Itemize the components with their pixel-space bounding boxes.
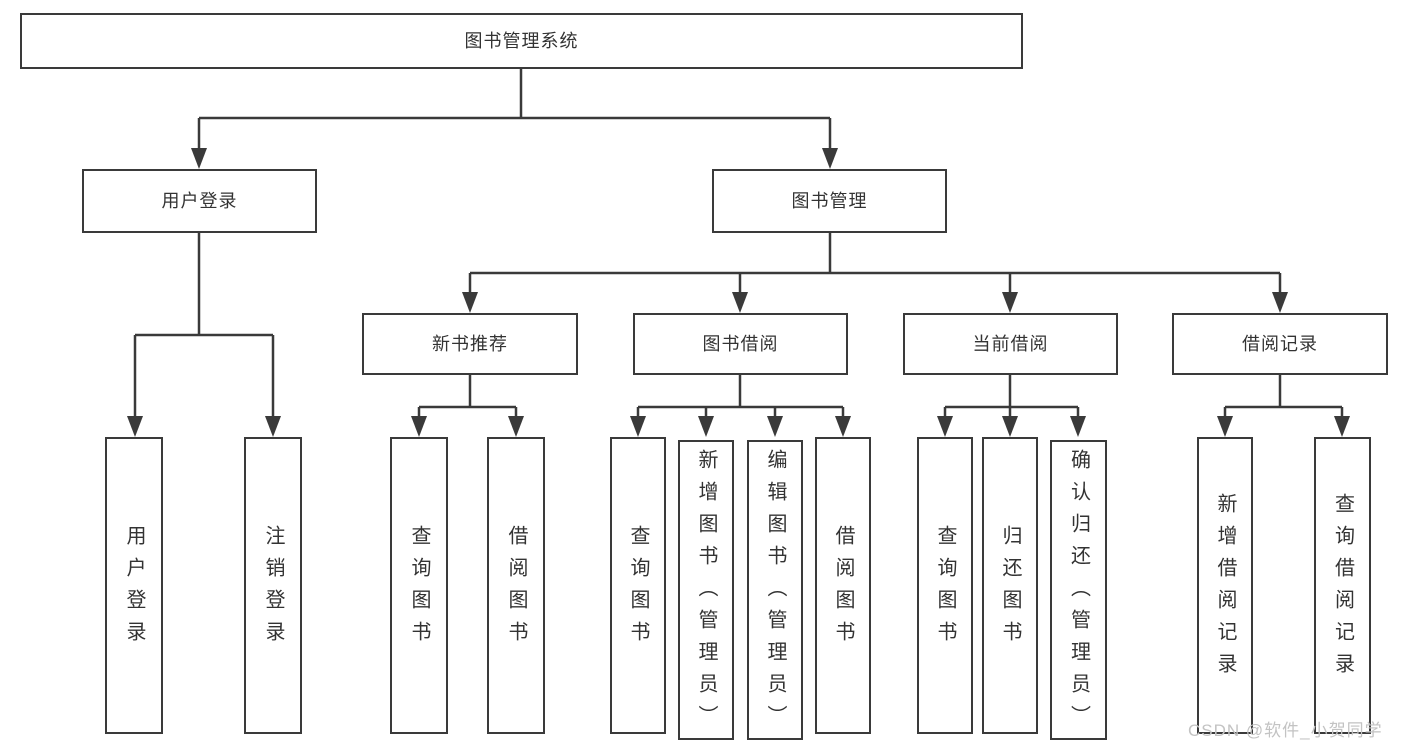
node-book-management: 图书管理 bbox=[712, 169, 947, 233]
node-current-borrowing: 当前借阅 bbox=[903, 313, 1118, 375]
leaf-edit-books-admin: 编辑图书（管理员） bbox=[747, 440, 803, 740]
leaf-add-borrow-record: 新增借阅记录 bbox=[1197, 437, 1253, 734]
node-book-borrowing: 图书借阅 bbox=[633, 313, 848, 375]
node-borrowing-records: 借阅记录 bbox=[1172, 313, 1388, 375]
node-book-management-system: 图书管理系统 bbox=[20, 13, 1023, 69]
node-new-book-recommendation: 新书推荐 bbox=[362, 313, 578, 375]
leaf-borrow-books-recommend: 借阅图书 bbox=[487, 437, 545, 734]
leaf-query-books-borrowing: 查询图书 bbox=[610, 437, 666, 734]
leaf-confirm-return-admin: 确认归还（管理员） bbox=[1050, 440, 1107, 740]
leaf-add-books-admin: 新增图书（管理员） bbox=[678, 440, 734, 740]
node-user-login: 用户登录 bbox=[82, 169, 317, 233]
leaf-query-books-current: 查询图书 bbox=[917, 437, 973, 734]
leaf-logout: 注销登录 bbox=[244, 437, 302, 734]
leaf-borrow-books-borrowing: 借阅图书 bbox=[815, 437, 871, 734]
leaf-user-login: 用户登录 bbox=[105, 437, 163, 734]
leaf-return-books: 归还图书 bbox=[982, 437, 1038, 734]
csdn-watermark: CSDN @软件_小贺同学 bbox=[1188, 721, 1383, 740]
leaf-query-borrow-record: 查询借阅记录 bbox=[1314, 437, 1371, 734]
leaf-query-books-recommend: 查询图书 bbox=[390, 437, 448, 734]
